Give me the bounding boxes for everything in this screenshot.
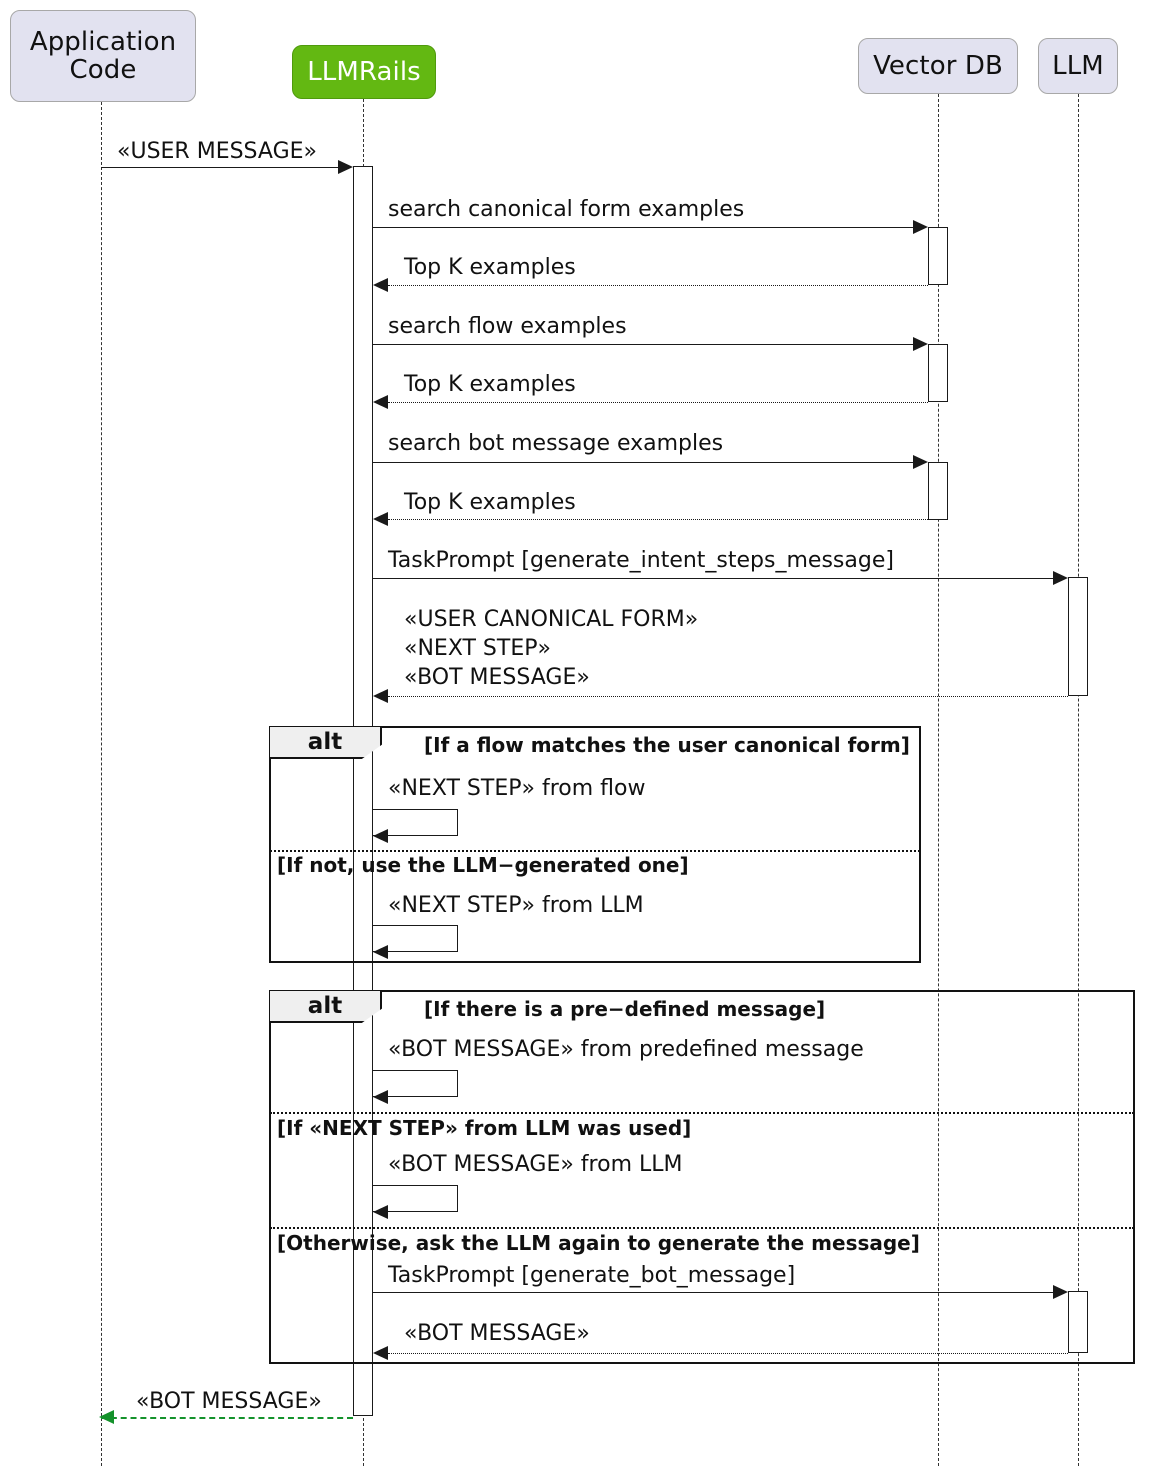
message-line-top-k-2 bbox=[388, 402, 928, 403]
message-label-bot-message-from-llm: «BOT MESSAGE» from LLM bbox=[388, 1152, 683, 1177]
message-arrowhead-bot-message-return bbox=[373, 1346, 388, 1360]
alt-block-1-divider-1 bbox=[270, 850, 920, 852]
message-label-top-k-2: Top K examples bbox=[404, 372, 576, 397]
message-label-search-flow: search flow examples bbox=[388, 314, 627, 339]
message-arrowhead-search-flow bbox=[913, 337, 928, 351]
message-line-taskprompt-intent bbox=[373, 578, 1054, 579]
message-arrowhead-search-canonical-form bbox=[913, 220, 928, 234]
message-label-line-next-step: «NEXT STEP» bbox=[404, 636, 551, 662]
message-line-final-bot-message bbox=[101, 1417, 353, 1419]
message-label-search-canonical-form: search canonical form examples bbox=[388, 197, 745, 222]
self-message-loop-next-step-from-flow bbox=[373, 809, 458, 836]
alt-block-2-condition-3: [Otherwise, ask the LLM again to generat… bbox=[277, 1231, 920, 1255]
message-label-user-message: «USER MESSAGE» bbox=[117, 139, 317, 164]
message-arrowhead-top-k-3 bbox=[373, 512, 388, 526]
participant-label: LLM bbox=[1052, 50, 1104, 81]
alt-block-2-condition-1: [If there is a pre−defined message] bbox=[424, 997, 826, 1021]
alt-block-2-tab: alt bbox=[270, 991, 382, 1023]
message-arrowhead-bot-message-predefined bbox=[373, 1090, 388, 1104]
message-line-taskprompt-bot-message bbox=[373, 1292, 1054, 1293]
alt-block-2-divider-2 bbox=[270, 1227, 1134, 1229]
activation-vectordb-2 bbox=[928, 344, 948, 402]
participant-vector-db[interactable]: Vector DB bbox=[858, 38, 1018, 94]
message-label-line-bot-message: «BOT MESSAGE» bbox=[404, 665, 590, 691]
participant-llm[interactable]: LLM bbox=[1038, 38, 1118, 94]
message-arrowhead-llm-return bbox=[373, 689, 388, 703]
self-message-loop-bot-message-from-llm bbox=[373, 1185, 458, 1212]
message-arrowhead-search-bot-message bbox=[913, 455, 928, 469]
participant-label: Application Code bbox=[24, 28, 182, 84]
alt-block-2-divider-1 bbox=[270, 1112, 1134, 1114]
message-label-bot-message-return: «BOT MESSAGE» bbox=[404, 1321, 590, 1346]
message-label-llm-return: «USER CANONICAL FORM» «NEXT STEP» «BOT M… bbox=[404, 605, 698, 692]
message-line-user-message bbox=[101, 167, 339, 168]
message-line-top-k-3 bbox=[388, 519, 928, 520]
message-arrowhead-taskprompt-intent bbox=[1053, 571, 1068, 585]
activation-llmrails bbox=[353, 166, 373, 1416]
alt-block-1-condition-1: [If a flow matches the user canonical fo… bbox=[424, 733, 910, 757]
activation-llm-2 bbox=[1068, 1291, 1088, 1353]
participant-label-line2: Code bbox=[69, 55, 137, 85]
message-arrowhead-taskprompt-bot-message bbox=[1053, 1285, 1068, 1299]
participant-label: Vector DB bbox=[873, 50, 1003, 81]
message-arrowhead-top-k-2 bbox=[373, 395, 388, 409]
message-label-top-k-1: Top K examples bbox=[404, 255, 576, 280]
message-label-taskprompt-bot-message: TaskPrompt [generate_bot_message] bbox=[388, 1263, 796, 1288]
message-label-final-bot-message: «BOT MESSAGE» bbox=[136, 1389, 322, 1414]
message-label-next-step-from-flow: «NEXT STEP» from flow bbox=[388, 776, 646, 801]
message-line-top-k-1 bbox=[388, 285, 928, 286]
message-arrowhead-bot-message-from-llm bbox=[373, 1205, 388, 1219]
message-arrowhead-user-message bbox=[338, 160, 353, 174]
lifeline-application-code bbox=[101, 102, 102, 1466]
message-line-bot-message-return bbox=[388, 1353, 1068, 1354]
alt-block-1-tab: alt bbox=[270, 727, 382, 759]
activation-vectordb-3 bbox=[928, 462, 948, 520]
participant-application-code[interactable]: Application Code bbox=[10, 10, 196, 102]
alt-block-1 bbox=[269, 726, 921, 963]
lifeline-vector-db bbox=[938, 94, 939, 1466]
message-arrowhead-top-k-1 bbox=[373, 278, 388, 292]
participant-label-line1: Application bbox=[29, 26, 177, 57]
message-line-llm-return bbox=[388, 696, 1068, 697]
self-message-loop-bot-message-predefined bbox=[373, 1070, 458, 1097]
alt-block-2-condition-2: [If «NEXT STEP» from LLM was used] bbox=[277, 1116, 692, 1140]
message-label-taskprompt-intent: TaskPrompt [generate_intent_steps_messag… bbox=[388, 548, 894, 573]
message-label-search-bot-message: search bot message examples bbox=[388, 431, 724, 456]
activation-vectordb-1 bbox=[928, 227, 948, 285]
message-line-search-bot-message bbox=[373, 462, 914, 463]
alt-block-1-condition-2: [If not, use the LLM−generated one] bbox=[277, 853, 689, 877]
alt-block-2 bbox=[269, 990, 1135, 1364]
message-label-bot-message-predefined: «BOT MESSAGE» from predefined message bbox=[388, 1037, 864, 1062]
lifeline-llm bbox=[1078, 94, 1079, 1466]
message-label-top-k-3: Top K examples bbox=[404, 490, 576, 515]
message-line-search-flow bbox=[373, 344, 914, 345]
participant-label: LLMRails bbox=[307, 56, 421, 87]
activation-llm-1 bbox=[1068, 577, 1088, 696]
message-arrowhead-next-step-from-llm bbox=[373, 945, 388, 959]
self-message-loop-next-step-from-llm bbox=[373, 925, 458, 952]
message-arrowhead-final-bot-message bbox=[99, 1410, 114, 1424]
participant-llmrails[interactable]: LLMRails bbox=[292, 45, 436, 99]
message-label-next-step-from-llm: «NEXT STEP» from LLM bbox=[388, 893, 644, 918]
message-label-line-user-canonical-form: «USER CANONICAL FORM» bbox=[404, 607, 699, 632]
message-line-search-canonical-form bbox=[373, 227, 914, 228]
message-arrowhead-next-step-from-flow bbox=[373, 829, 388, 843]
